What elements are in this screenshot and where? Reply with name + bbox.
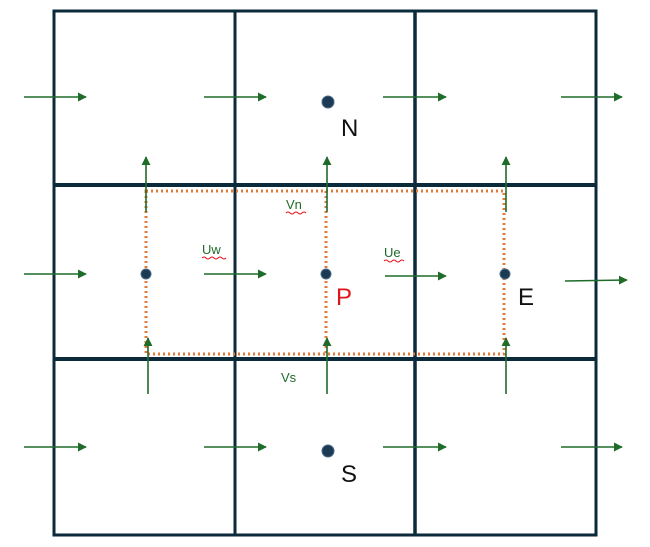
grid-outer-border	[52, 9, 598, 537]
node-n	[321, 95, 335, 109]
node-p	[320, 268, 332, 280]
grid-nodes	[140, 95, 511, 458]
u-arrow	[564, 275, 628, 285]
node-e	[499, 268, 511, 280]
vertical-velocity-arrows	[141, 156, 511, 394]
label-north: N	[341, 115, 358, 142]
label-v-north: Vn	[286, 197, 302, 212]
horizontal-velocity-arrows	[24, 92, 628, 452]
label-v-south: Vs	[281, 370, 297, 385]
label-u-west: Uw	[202, 242, 221, 257]
label-center: P	[336, 284, 352, 311]
squiggle	[285, 211, 307, 215]
squiggle	[383, 259, 405, 263]
spellcheck-squiggles	[201, 211, 405, 263]
node-s	[321, 444, 335, 458]
squiggle	[201, 256, 227, 260]
label-u-east: Ue	[384, 245, 401, 260]
label-south: S	[341, 461, 357, 488]
node-w-face	[140, 268, 152, 280]
label-east: E	[518, 284, 534, 311]
